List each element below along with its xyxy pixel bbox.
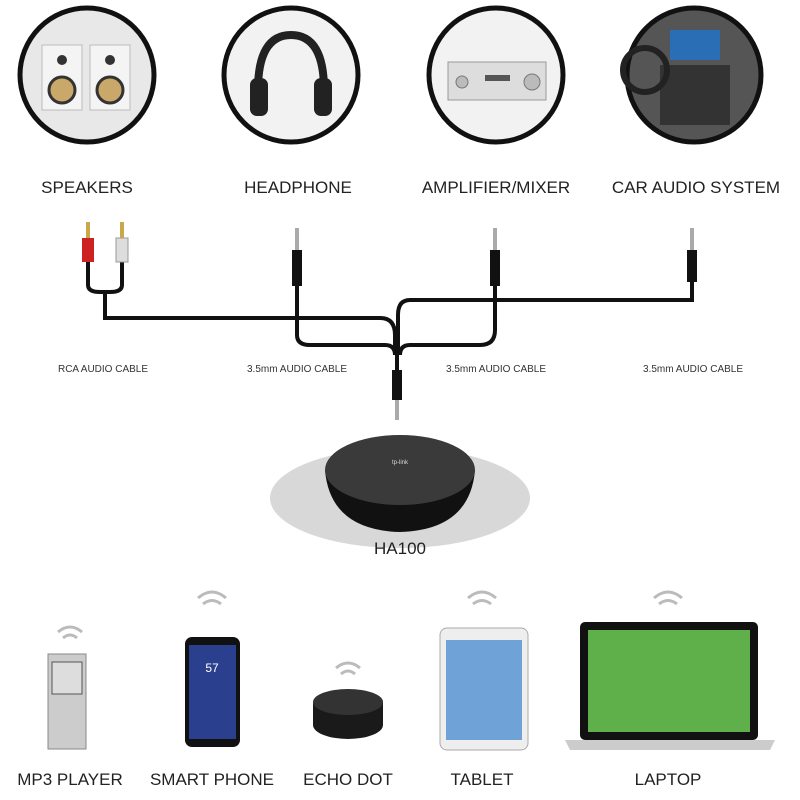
amplifier-icon [426, 5, 566, 145]
echo-dot-icon [313, 689, 383, 739]
label-mp3: MP3 PLAYER [17, 770, 123, 789]
label-laptop: LAPTOP [634, 770, 702, 789]
car-dashboard-icon [620, 5, 764, 145]
wifi-icons [57, 590, 683, 676]
tablet-icon [439, 627, 529, 751]
laptop-icon [565, 622, 775, 750]
label-cable-4: 3.5mm AUDIO CABLE [642, 364, 744, 375]
label-ha100: HA100 [374, 539, 426, 558]
ha100-device [270, 435, 530, 548]
phone-clock: 57 [205, 661, 219, 675]
label-speakers: SPEAKERS [41, 178, 133, 197]
label-headphone: HEADPHONE [244, 178, 352, 197]
label-rca-cable: RCA AUDIO CABLE [57, 364, 149, 375]
label-smartphone: SMART PHONE [149, 770, 275, 789]
label-car-audio: CAR AUDIO SYSTEM [611, 178, 781, 197]
label-tablet: TABLET [450, 770, 514, 789]
speakers-icon [17, 5, 157, 145]
label-cable-3: 3.5mm AUDIO CABLE [445, 364, 547, 375]
mp3-player-icon [47, 653, 87, 750]
headphone-icon [221, 5, 361, 145]
brand-logo: tp-link [392, 460, 409, 466]
smartphone-icon [185, 637, 240, 747]
label-amplifier: AMPLIFIER/MIXER [421, 178, 571, 197]
audio-cables [86, 260, 694, 375]
label-echo-dot: ECHO DOT [303, 770, 393, 789]
plugs [82, 222, 697, 420]
label-cable-2: 3.5mm AUDIO CABLE [246, 364, 348, 375]
